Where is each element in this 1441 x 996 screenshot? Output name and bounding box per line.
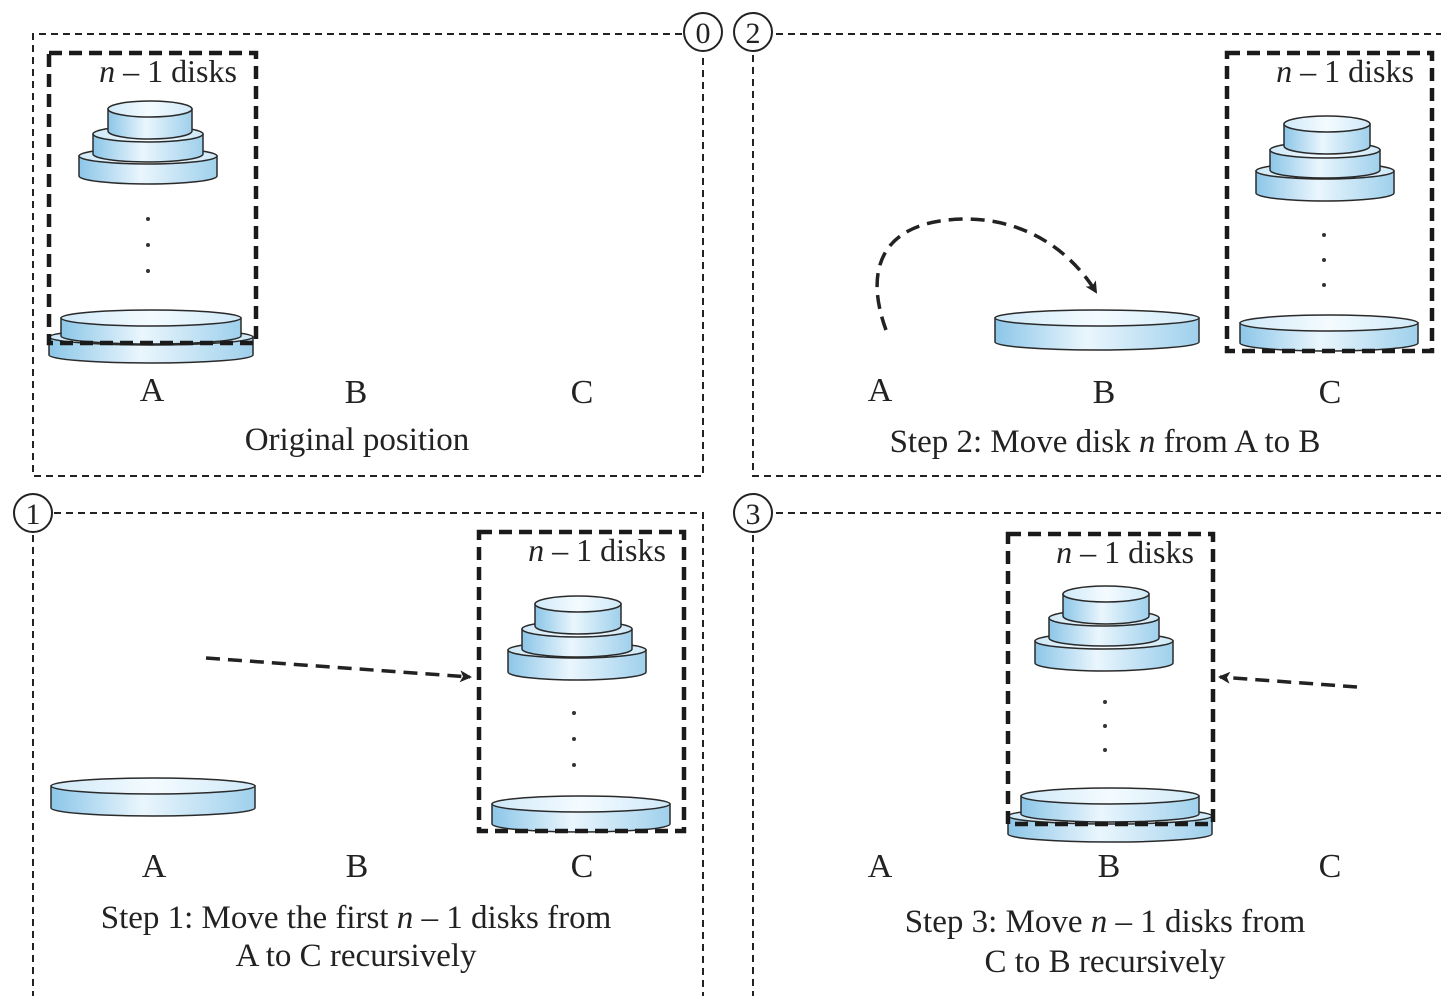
group-label-var: n — [528, 532, 544, 568]
group-label-rest: – 1 disks — [544, 532, 666, 568]
caption-segment: n — [1091, 904, 1108, 940]
ellipsis-step1 — [572, 711, 576, 767]
disk-top — [534, 595, 622, 613]
group-labels: n – 1 disks n – 1 disks n – 1 disks n – … — [99, 53, 1414, 570]
arrow-step2-a-to-b — [875, 217, 1098, 331]
group-box-original — [46, 50, 259, 346]
peg-label-original-c: C — [571, 374, 594, 411]
step-number-0: 0 — [696, 17, 711, 50]
group-label-rest: – 1 disks — [115, 53, 237, 89]
disk-top — [1020, 787, 1200, 805]
caption-step2-line-1: Step 2: Move disk n from A to B — [890, 424, 1321, 460]
disk-step1 — [491, 795, 671, 833]
disk-step2 — [1239, 314, 1419, 352]
caption-original-line-1: Original position — [245, 422, 470, 458]
step-badge-2: 2 — [733, 12, 773, 52]
step-number-3: 3 — [746, 498, 761, 531]
step-badges: 0 2 1 3 — [13, 12, 773, 533]
caption-step1-line-1: Step 1: Move the first n – 1 disks from — [101, 900, 612, 936]
disk-top — [1239, 314, 1419, 332]
caption-segment: Original position — [245, 422, 470, 458]
caption-segment: Step 1: Move the first — [101, 900, 397, 936]
group-label-var: n — [1276, 53, 1292, 89]
caption-segment: – 1 disks from — [413, 900, 611, 936]
group-label-step3: n – 1 disks — [1056, 534, 1194, 570]
disk-side — [994, 317, 1200, 351]
caption-step3-line-1: Step 3: Move n – 1 disks from — [905, 904, 1306, 940]
group-label-rest: – 1 disks — [1072, 534, 1194, 570]
ellipsis-step3 — [1103, 700, 1107, 752]
group-box-step3 — [1005, 531, 1216, 827]
step-badge-3: 3 — [733, 493, 773, 533]
step-number-2: 2 — [746, 17, 761, 50]
group-label-step1: n – 1 disks — [528, 532, 666, 568]
caption-segment: C to B recursively — [984, 944, 1226, 980]
caption-segment: – 1 disks from — [1107, 904, 1305, 940]
arrow-step3-c-to-b — [1218, 671, 1358, 689]
disk-top — [60, 309, 242, 327]
group-label-rest: – 1 disks — [1292, 53, 1414, 89]
caption-segment: A to C recursively — [235, 938, 477, 974]
caption-segment: n — [1139, 424, 1156, 460]
disk-top — [107, 100, 193, 118]
peg-label-original-b: B — [345, 374, 368, 411]
peg-labels: A B C A B C A B C A B C — [140, 372, 1342, 885]
disk-top — [1283, 115, 1371, 133]
disk-top — [491, 795, 671, 813]
group-label-original: n – 1 disks — [99, 53, 237, 89]
group-box-step2 — [1224, 50, 1435, 354]
caption-segment: Step 3: Move — [905, 904, 1091, 940]
disk-original — [60, 309, 242, 345]
peg-label-step2-a: A — [868, 372, 893, 409]
disk-step1 — [534, 595, 622, 635]
disk-top — [1062, 585, 1150, 603]
peg-label-original-a: A — [140, 372, 165, 409]
group-boxes — [46, 50, 1435, 834]
caption-segment: Step 2: Move disk — [890, 424, 1139, 460]
disk-step1 — [50, 777, 256, 817]
group-label-var: n — [1056, 534, 1072, 570]
ellipsis-original — [146, 217, 150, 273]
disk-step2 — [994, 309, 1200, 351]
caption-segment: from A to B — [1155, 424, 1320, 460]
arrow-step1-a-to-c — [205, 656, 472, 683]
move-arrows — [205, 217, 1358, 689]
ellipsis-dots — [146, 217, 1326, 767]
disk-top — [994, 309, 1200, 327]
peg-label-step3-a: A — [868, 848, 893, 885]
peg-label-step2-b: B — [1093, 374, 1116, 411]
ellipsis-step2 — [1322, 233, 1326, 287]
panel-step2-border-left — [752, 55, 1441, 477]
panel-step1-border — [54, 512, 704, 996]
step-number-1: 1 — [26, 498, 41, 531]
disk-top — [50, 777, 256, 795]
panel-original-border — [32, 33, 704, 477]
group-box-step1 — [476, 529, 687, 834]
peg-label-step1-a: A — [142, 848, 167, 885]
panel-borders — [32, 33, 1441, 996]
caption-segment: n — [397, 900, 414, 936]
disk-step3 — [1062, 585, 1150, 625]
peg-label-step1-b: B — [346, 848, 369, 885]
disk-step2 — [1283, 115, 1371, 155]
caption-step1-line-2: A to C recursively — [235, 938, 477, 974]
peg-label-step3-c: C — [1319, 848, 1342, 885]
step-badge-0: 0 — [683, 12, 723, 52]
group-label-var: n — [99, 53, 115, 89]
disk-step3 — [1020, 787, 1200, 823]
peg-label-step1-c: C — [571, 848, 594, 885]
step-badge-1: 1 — [13, 493, 53, 533]
disk-original — [107, 100, 193, 140]
caption-step3-line-2: C to B recursively — [984, 944, 1226, 980]
peg-label-step2-c: C — [1319, 374, 1342, 411]
group-label-step2: n – 1 disks — [1276, 53, 1414, 89]
peg-label-step3-b: B — [1098, 848, 1121, 885]
